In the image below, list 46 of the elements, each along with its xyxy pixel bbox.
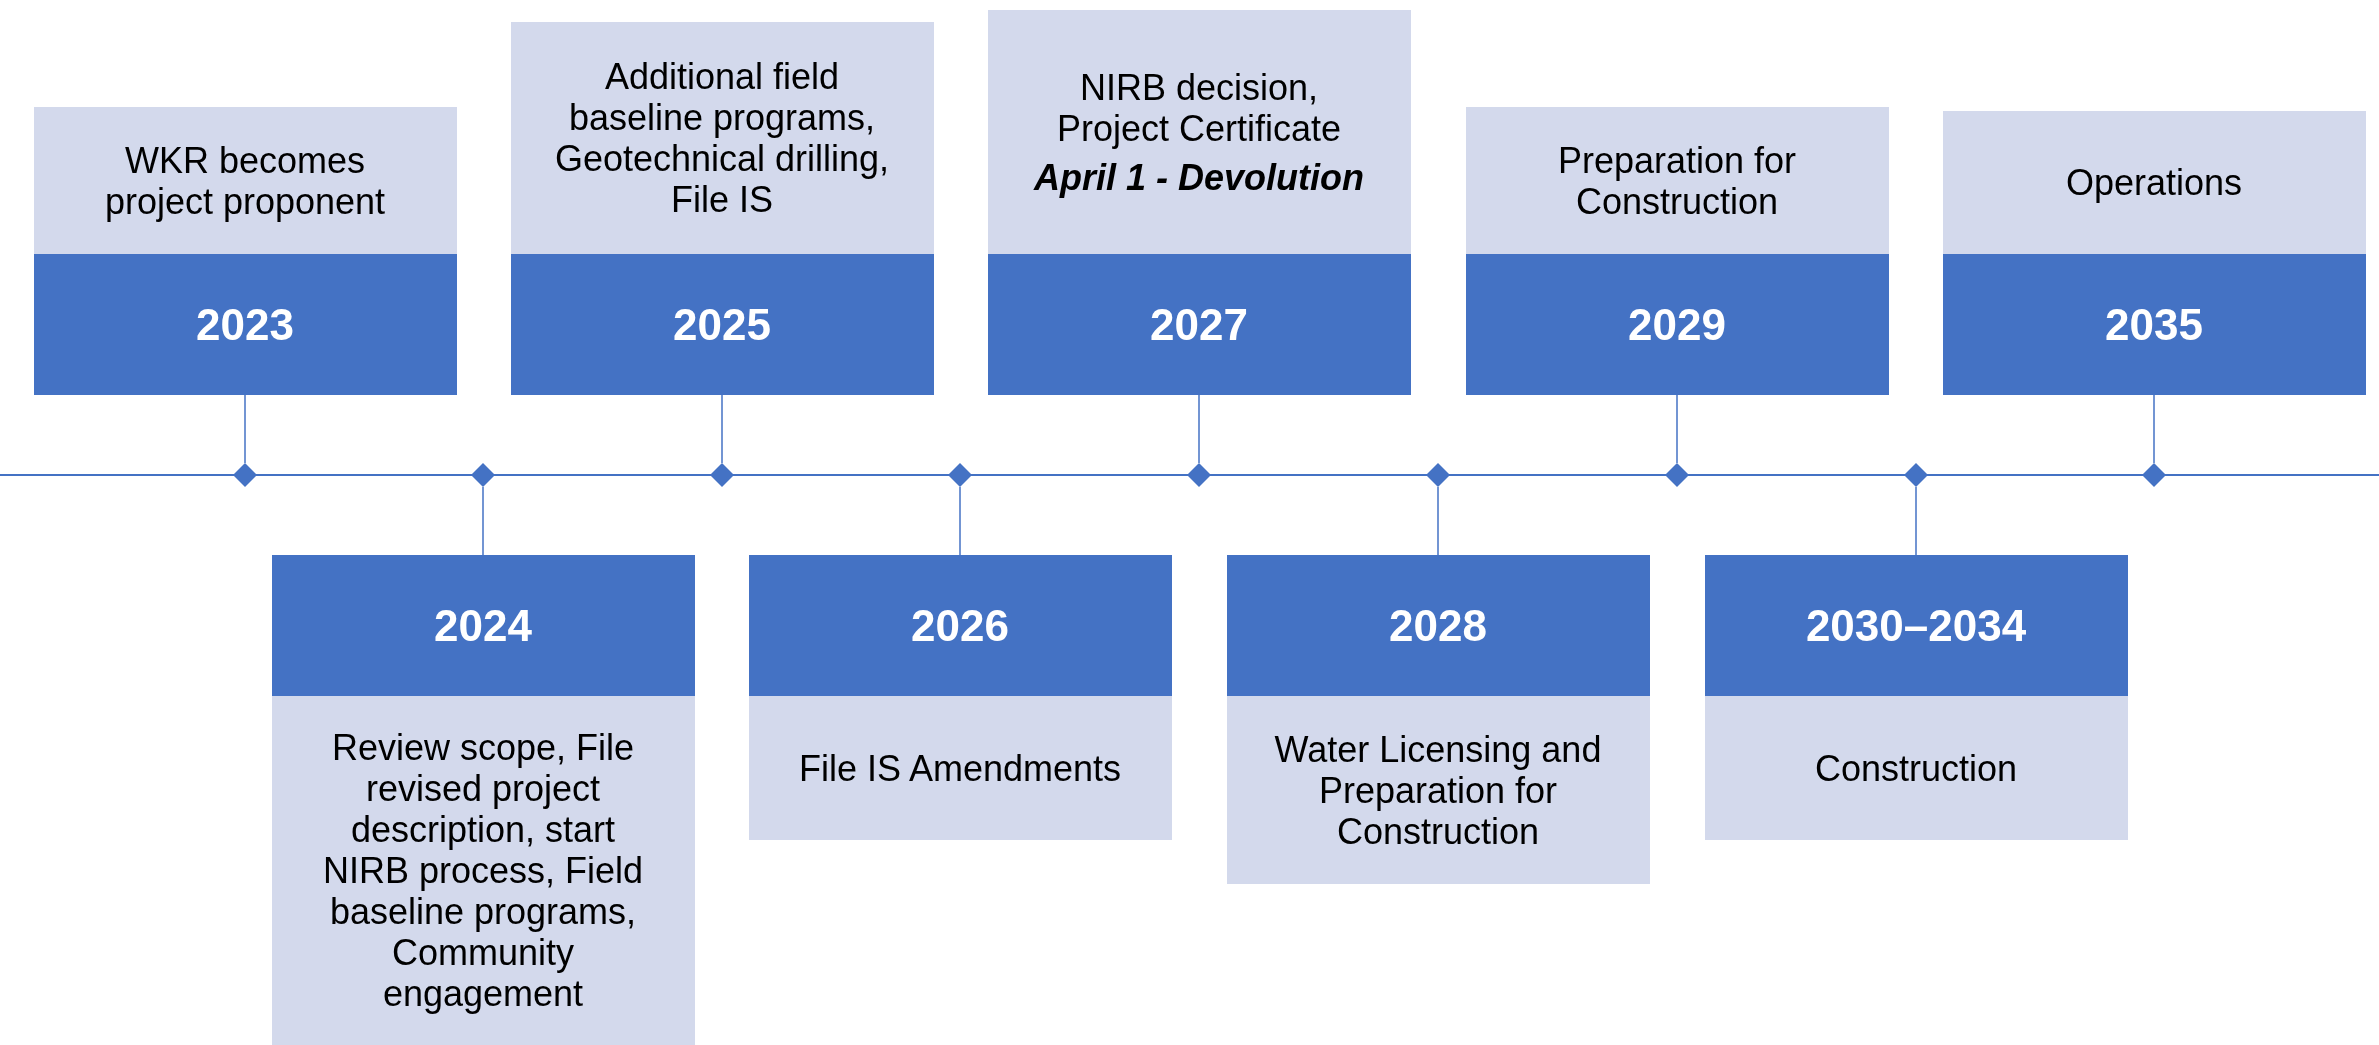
timeline-diamond xyxy=(1426,463,1450,487)
year-band: 2035 xyxy=(1942,254,2366,395)
connector-line xyxy=(959,486,961,556)
timeline-diamond xyxy=(471,463,495,487)
milestone-description: Operations xyxy=(2065,162,2243,203)
milestone-description: Construction xyxy=(1814,747,2018,789)
milestone-card xyxy=(271,555,695,1045)
milestone-card xyxy=(987,10,1411,395)
connector-line xyxy=(1198,394,1200,464)
milestone-description: File IS Amendments xyxy=(798,747,1122,789)
year-band: 2025 xyxy=(510,254,934,395)
milestone-card xyxy=(510,22,934,395)
milestone-card xyxy=(1942,111,2366,395)
milestone-card xyxy=(33,107,457,395)
milestone-description: WKR becomes project proponent xyxy=(103,139,387,222)
year-band: 2023 xyxy=(33,254,457,395)
milestone-card xyxy=(1465,107,1889,395)
milestone-highlight: April 1 - Devolution xyxy=(1034,156,1364,198)
connector-line xyxy=(721,394,723,464)
milestone-description: Preparation for Construction xyxy=(1556,139,1798,222)
milestone-description: Water Licensing and Preparation for Construction xyxy=(1273,728,1603,852)
connector-line xyxy=(482,486,484,556)
connector-line xyxy=(1676,394,1678,464)
year-band: 2027 xyxy=(987,254,1411,395)
milestone-card xyxy=(748,555,1172,840)
timeline-diamond xyxy=(948,463,972,487)
timeline-diamond xyxy=(1187,463,1211,487)
timeline-diamond xyxy=(710,463,734,487)
timeline-diamond xyxy=(1665,463,1689,487)
connector-line xyxy=(1437,486,1439,556)
year-band: 2029 xyxy=(1465,254,1889,395)
milestone-card xyxy=(1226,555,1650,884)
timeline-diamond xyxy=(1904,463,1928,487)
year-band: 2026 xyxy=(748,555,1172,696)
connector-line xyxy=(244,394,246,464)
year-band: 2030–2034 xyxy=(1704,555,2128,696)
connector-line xyxy=(1915,486,1917,556)
milestone-description: NIRB decision, Project Certificate xyxy=(1055,66,1343,149)
timeline-diamond xyxy=(2142,463,2166,487)
milestone-description: Additional field baseline programs, Geotechnical drilling, File IS xyxy=(553,56,891,220)
connector-line xyxy=(2153,394,2155,464)
year-band: 2028 xyxy=(1226,555,1650,696)
milestone-card xyxy=(1704,555,2128,840)
milestone-description: Review scope, File revised project description, start NIRB process, Field baseline programs, Community engagement xyxy=(321,727,645,1014)
timeline-diamond xyxy=(233,463,257,487)
year-band: 2024 xyxy=(271,555,695,696)
